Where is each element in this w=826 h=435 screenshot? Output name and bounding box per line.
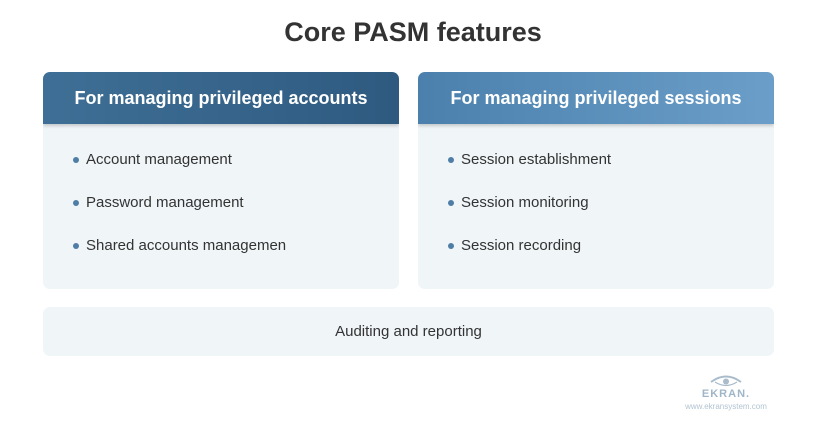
list-item: Password management bbox=[73, 193, 399, 213]
ekran-logo: EKRAN. www.ekransystem.com bbox=[674, 374, 778, 412]
list-item-label: Shared accounts managemen bbox=[86, 237, 287, 254]
card-privileged-accounts: For managing privileged accounts Account… bbox=[43, 72, 399, 289]
bullet-icon bbox=[448, 200, 454, 206]
card-header-accounts: For managing privileged accounts bbox=[43, 72, 399, 124]
card-header-sessions: For managing privileged sessions bbox=[418, 72, 774, 124]
list-item-label: Session monitoring bbox=[461, 194, 589, 211]
card-privileged-sessions: For managing privileged sessions Session… bbox=[418, 72, 774, 289]
list-item: Session recording bbox=[448, 236, 774, 256]
eye-icon bbox=[710, 375, 742, 387]
list-item: Session monitoring bbox=[448, 193, 774, 213]
page-title: Core PASM features bbox=[284, 17, 542, 47]
list-item: Account management bbox=[73, 150, 399, 170]
list-item-label: Session establishment bbox=[461, 151, 612, 168]
bullet-icon bbox=[73, 200, 79, 206]
list-item: Session establishment bbox=[448, 150, 774, 170]
bullet-icon bbox=[73, 157, 79, 163]
bullet-icon bbox=[448, 243, 454, 249]
list-item-label: Account management bbox=[86, 151, 232, 168]
accounts-feature-list: Account management Password management S… bbox=[43, 124, 399, 256]
bullet-icon bbox=[73, 243, 79, 249]
list-item-label: Password management bbox=[86, 194, 244, 211]
bullet-icon bbox=[448, 157, 454, 163]
sessions-feature-list: Session establishment Session monitoring… bbox=[418, 124, 774, 256]
logo-name: EKRAN. bbox=[701, 388, 751, 400]
list-item-label: Session recording bbox=[461, 237, 582, 254]
logo-url: www.ekransystem.com bbox=[685, 402, 767, 411]
list-item: Shared accounts managemen bbox=[73, 236, 399, 256]
auditing-reporting-bar: Auditing and reporting bbox=[43, 307, 774, 356]
